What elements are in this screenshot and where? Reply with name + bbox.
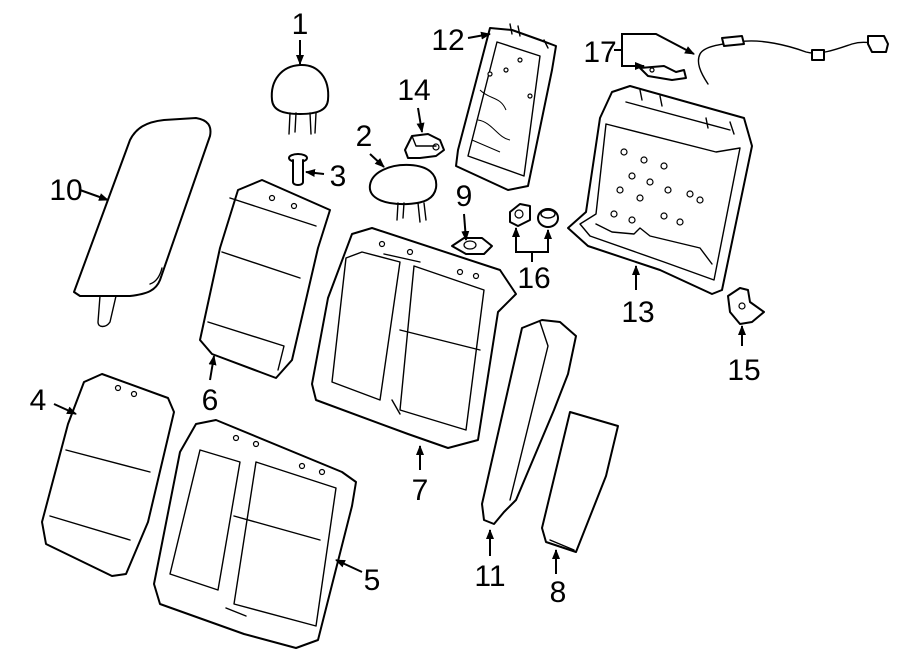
part-2-center-headrest[interactable] bbox=[368, 163, 438, 223]
callout-numbers: 1 2 3 4 5 6 7 8 9 10 11 12 13 14 15 16 1… bbox=[30, 8, 761, 609]
part-8-panel[interactable] bbox=[541, 411, 619, 553]
part-16-clips[interactable] bbox=[509, 203, 559, 228]
part-1-headrest[interactable] bbox=[270, 63, 330, 135]
callout-3: 3 bbox=[330, 160, 347, 193]
callout-9: 9 bbox=[456, 180, 473, 213]
callout-4: 4 bbox=[30, 384, 47, 417]
callout-12: 12 bbox=[431, 24, 464, 57]
part-6-back-pad[interactable] bbox=[199, 179, 331, 379]
part-4-seat-pad[interactable] bbox=[41, 373, 175, 577]
callout-10: 10 bbox=[49, 174, 82, 207]
part-10-side-bolster[interactable] bbox=[73, 117, 212, 328]
part-3-headrest-guide[interactable] bbox=[288, 153, 308, 186]
callout-8: 8 bbox=[550, 576, 567, 609]
callout-14: 14 bbox=[397, 74, 430, 107]
callout-1: 1 bbox=[292, 8, 309, 41]
part-9-belt-guide[interactable] bbox=[451, 237, 493, 255]
callout-16: 16 bbox=[517, 262, 550, 295]
leader-lines bbox=[53, 31, 746, 574]
part-5-seat-cushion[interactable] bbox=[153, 419, 357, 649]
part-12-center-back-frame[interactable] bbox=[455, 23, 557, 191]
callout-2: 2 bbox=[356, 120, 373, 153]
callout-5: 5 bbox=[364, 564, 381, 597]
part-13-seatback-frame[interactable] bbox=[567, 85, 753, 295]
part-7-seatback-cushion[interactable] bbox=[311, 227, 517, 449]
part-11-side-trim[interactable] bbox=[481, 319, 577, 525]
callout-7: 7 bbox=[412, 474, 429, 507]
part-17-wire-harness[interactable] bbox=[639, 35, 889, 85]
callout-17: 17 bbox=[583, 36, 616, 69]
part-15-bracket[interactable] bbox=[727, 287, 765, 325]
callout-15: 15 bbox=[727, 354, 760, 387]
callout-13: 13 bbox=[621, 296, 654, 329]
callout-11: 11 bbox=[474, 560, 505, 593]
part-14-hinge-bracket[interactable] bbox=[404, 133, 445, 159]
callout-6: 6 bbox=[202, 384, 219, 417]
